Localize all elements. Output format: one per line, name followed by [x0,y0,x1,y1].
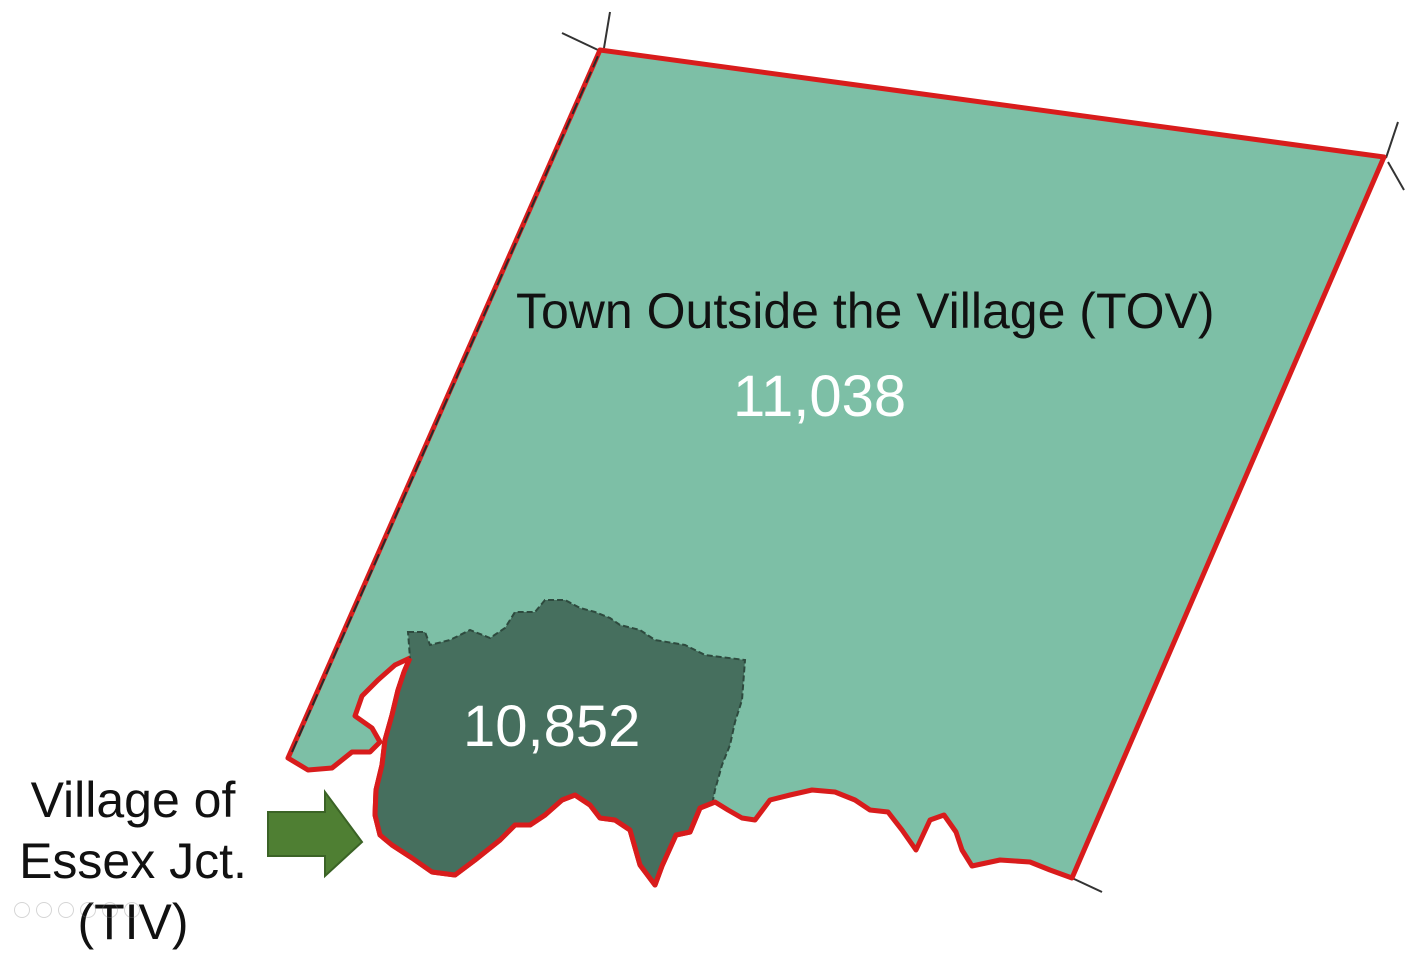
tiv-south-boundary [372,657,716,888]
zoom-control-icon[interactable] [102,902,118,918]
tiv-label-line-2: Essex Jct. [19,833,247,889]
survey-marks [561,11,1405,893]
tiv-label-line-1: Village of [30,772,236,828]
pen-control-icon[interactable] [58,902,74,918]
tov-population: 11,038 [733,364,907,429]
more-control-icon[interactable] [124,902,140,918]
prev-control-icon[interactable] [14,902,30,918]
dashed-boundary [291,55,599,753]
right-arrow-icon [267,788,364,879]
tov-label: Town Outside the Village (TOV) [516,283,1215,339]
grid-control-icon[interactable] [80,902,96,918]
tiv-label: Village of Essex Jct. (TIV) [8,770,258,953]
tiv-population: 10,852 [463,694,641,759]
next-control-icon[interactable] [36,902,52,918]
slide-controls [14,902,140,918]
